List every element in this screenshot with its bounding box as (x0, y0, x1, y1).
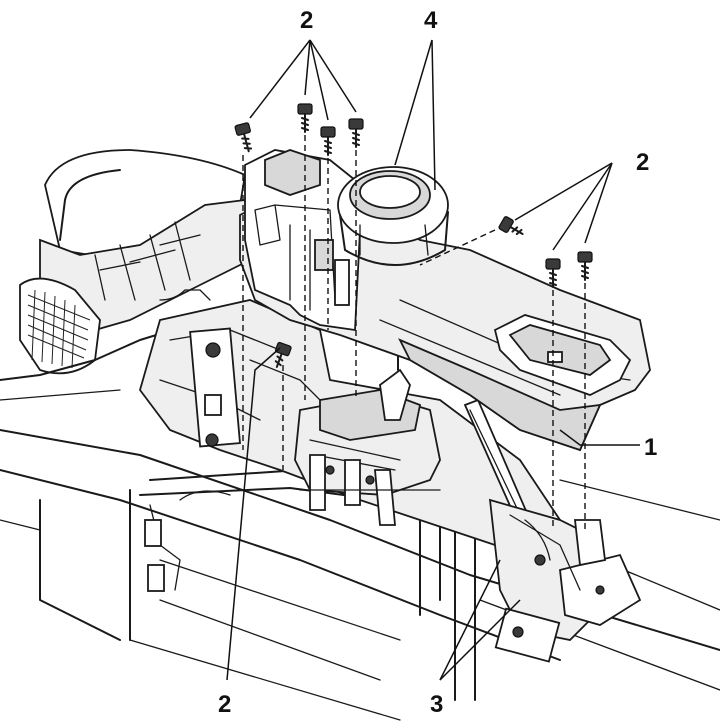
screw (320, 126, 336, 156)
screw (498, 216, 524, 236)
screw (274, 341, 292, 368)
screw (348, 118, 364, 148)
callout-bottom-center: 3 (430, 691, 443, 718)
screw (234, 122, 253, 153)
callout-right-upper: 2 (636, 149, 649, 176)
shifter-assembly (249, 337, 441, 526)
callout-console: 1 (644, 434, 657, 461)
cupholder (337, 166, 449, 266)
parking-brake-lever (463, 398, 642, 663)
callout-bottom-left: 2 (218, 691, 231, 718)
air-vent-grille (27, 289, 91, 369)
instrument-panel (0, 149, 251, 401)
leader-lines (226, 39, 640, 681)
callout-top-left: 2 (300, 7, 313, 34)
screws (234, 103, 593, 368)
screw (297, 103, 313, 133)
callout-top-center: 4 (424, 7, 438, 34)
callout-labels: 2 4 2 1 2 3 (218, 7, 657, 718)
alignment-lines (242, 135, 586, 530)
screw (545, 258, 561, 288)
center-console (239, 149, 651, 452)
screw (577, 251, 593, 281)
